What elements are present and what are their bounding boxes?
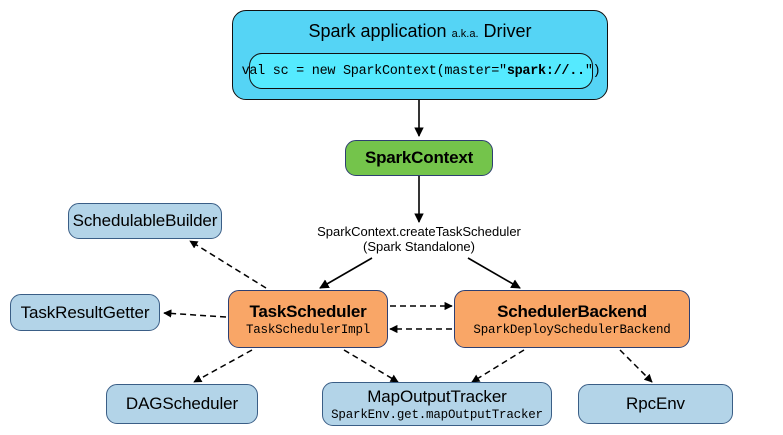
edge-schedulerbackend-to-rpcenv [619, 349, 653, 383]
edge-taskscheduler-to-dagscheduler [193, 349, 253, 383]
node-dag-scheduler[interactable]: DAGScheduler [106, 384, 258, 424]
spark-application-title-aka: a.k.a. [451, 28, 479, 40]
node-scheduler-backend[interactable]: SchedulerBackend SparkDeploySchedulerBac… [454, 290, 690, 348]
rpc-env-label: RpcEnv [626, 394, 685, 413]
map-output-tracker-label: MapOutputTracker [367, 386, 507, 406]
node-task-scheduler[interactable]: TaskScheduler TaskSchedulerImpl [228, 290, 388, 348]
task-result-getter-label: TaskResultGetter [20, 302, 150, 322]
node-spark-application[interactable]: Spark application a.k.a. Driver val sc =… [232, 10, 608, 100]
edge-label-to-schedulerbackend [467, 257, 521, 289]
scheduler-backend-sublabel: SparkDeploySchedulerBackend [473, 322, 671, 337]
spark-application-title-main: Spark application [308, 21, 447, 41]
node-map-output-tracker[interactable]: MapOutputTracker SparkEnv.get.mapOutputT… [322, 382, 552, 426]
edge-taskscheduler-to-mapoutputtracker [343, 349, 399, 383]
map-output-tracker-sublabel: SparkEnv.get.mapOutputTracker [331, 407, 543, 422]
task-scheduler-label: TaskScheduler [249, 301, 367, 321]
spark-application-title-tail: Driver [483, 21, 532, 41]
scheduler-backend-label: SchedulerBackend [497, 301, 647, 321]
schedulable-builder-label: SchedulableBuilder [72, 211, 218, 230]
code-suffix: ") [584, 63, 601, 79]
label-create-task-scheduler-line2: (Spark Standalone) [362, 239, 475, 254]
node-schedulable-builder[interactable]: SchedulableBuilder [68, 203, 222, 239]
driver-code-box: val sc = new SparkContext(master="spark:… [242, 53, 601, 89]
code-bold-master-url: spark://.. [506, 63, 585, 79]
node-rpc-env[interactable]: RpcEnv [578, 384, 733, 424]
edge-schedulerbackend-to-mapoutputtracker [471, 349, 525, 383]
dag-scheduler-label: DAGScheduler [125, 394, 239, 413]
edge-label-to-taskscheduler [319, 257, 373, 289]
label-create-task-scheduler: SparkContext.createTaskScheduler (Spark … [289, 224, 549, 254]
edge-taskscheduler-to-taskresultgetter [163, 309, 227, 318]
label-create-task-scheduler-line1: SparkContext.createTaskScheduler [317, 224, 521, 239]
driver-code-line: val sc = new SparkContext(master="spark:… [242, 64, 601, 79]
node-task-result-getter[interactable]: TaskResultGetter [10, 294, 160, 331]
task-scheduler-sublabel: TaskSchedulerImpl [245, 322, 371, 337]
spark-application-title: Spark application a.k.a. Driver [308, 22, 531, 40]
node-sparkcontext[interactable]: SparkContext [345, 140, 493, 176]
edge-taskscheduler-to-schedulablebuilder [189, 240, 267, 289]
code-prefix: val sc = new SparkContext(master=" [241, 63, 508, 79]
sparkcontext-label: SparkContext [364, 148, 474, 167]
